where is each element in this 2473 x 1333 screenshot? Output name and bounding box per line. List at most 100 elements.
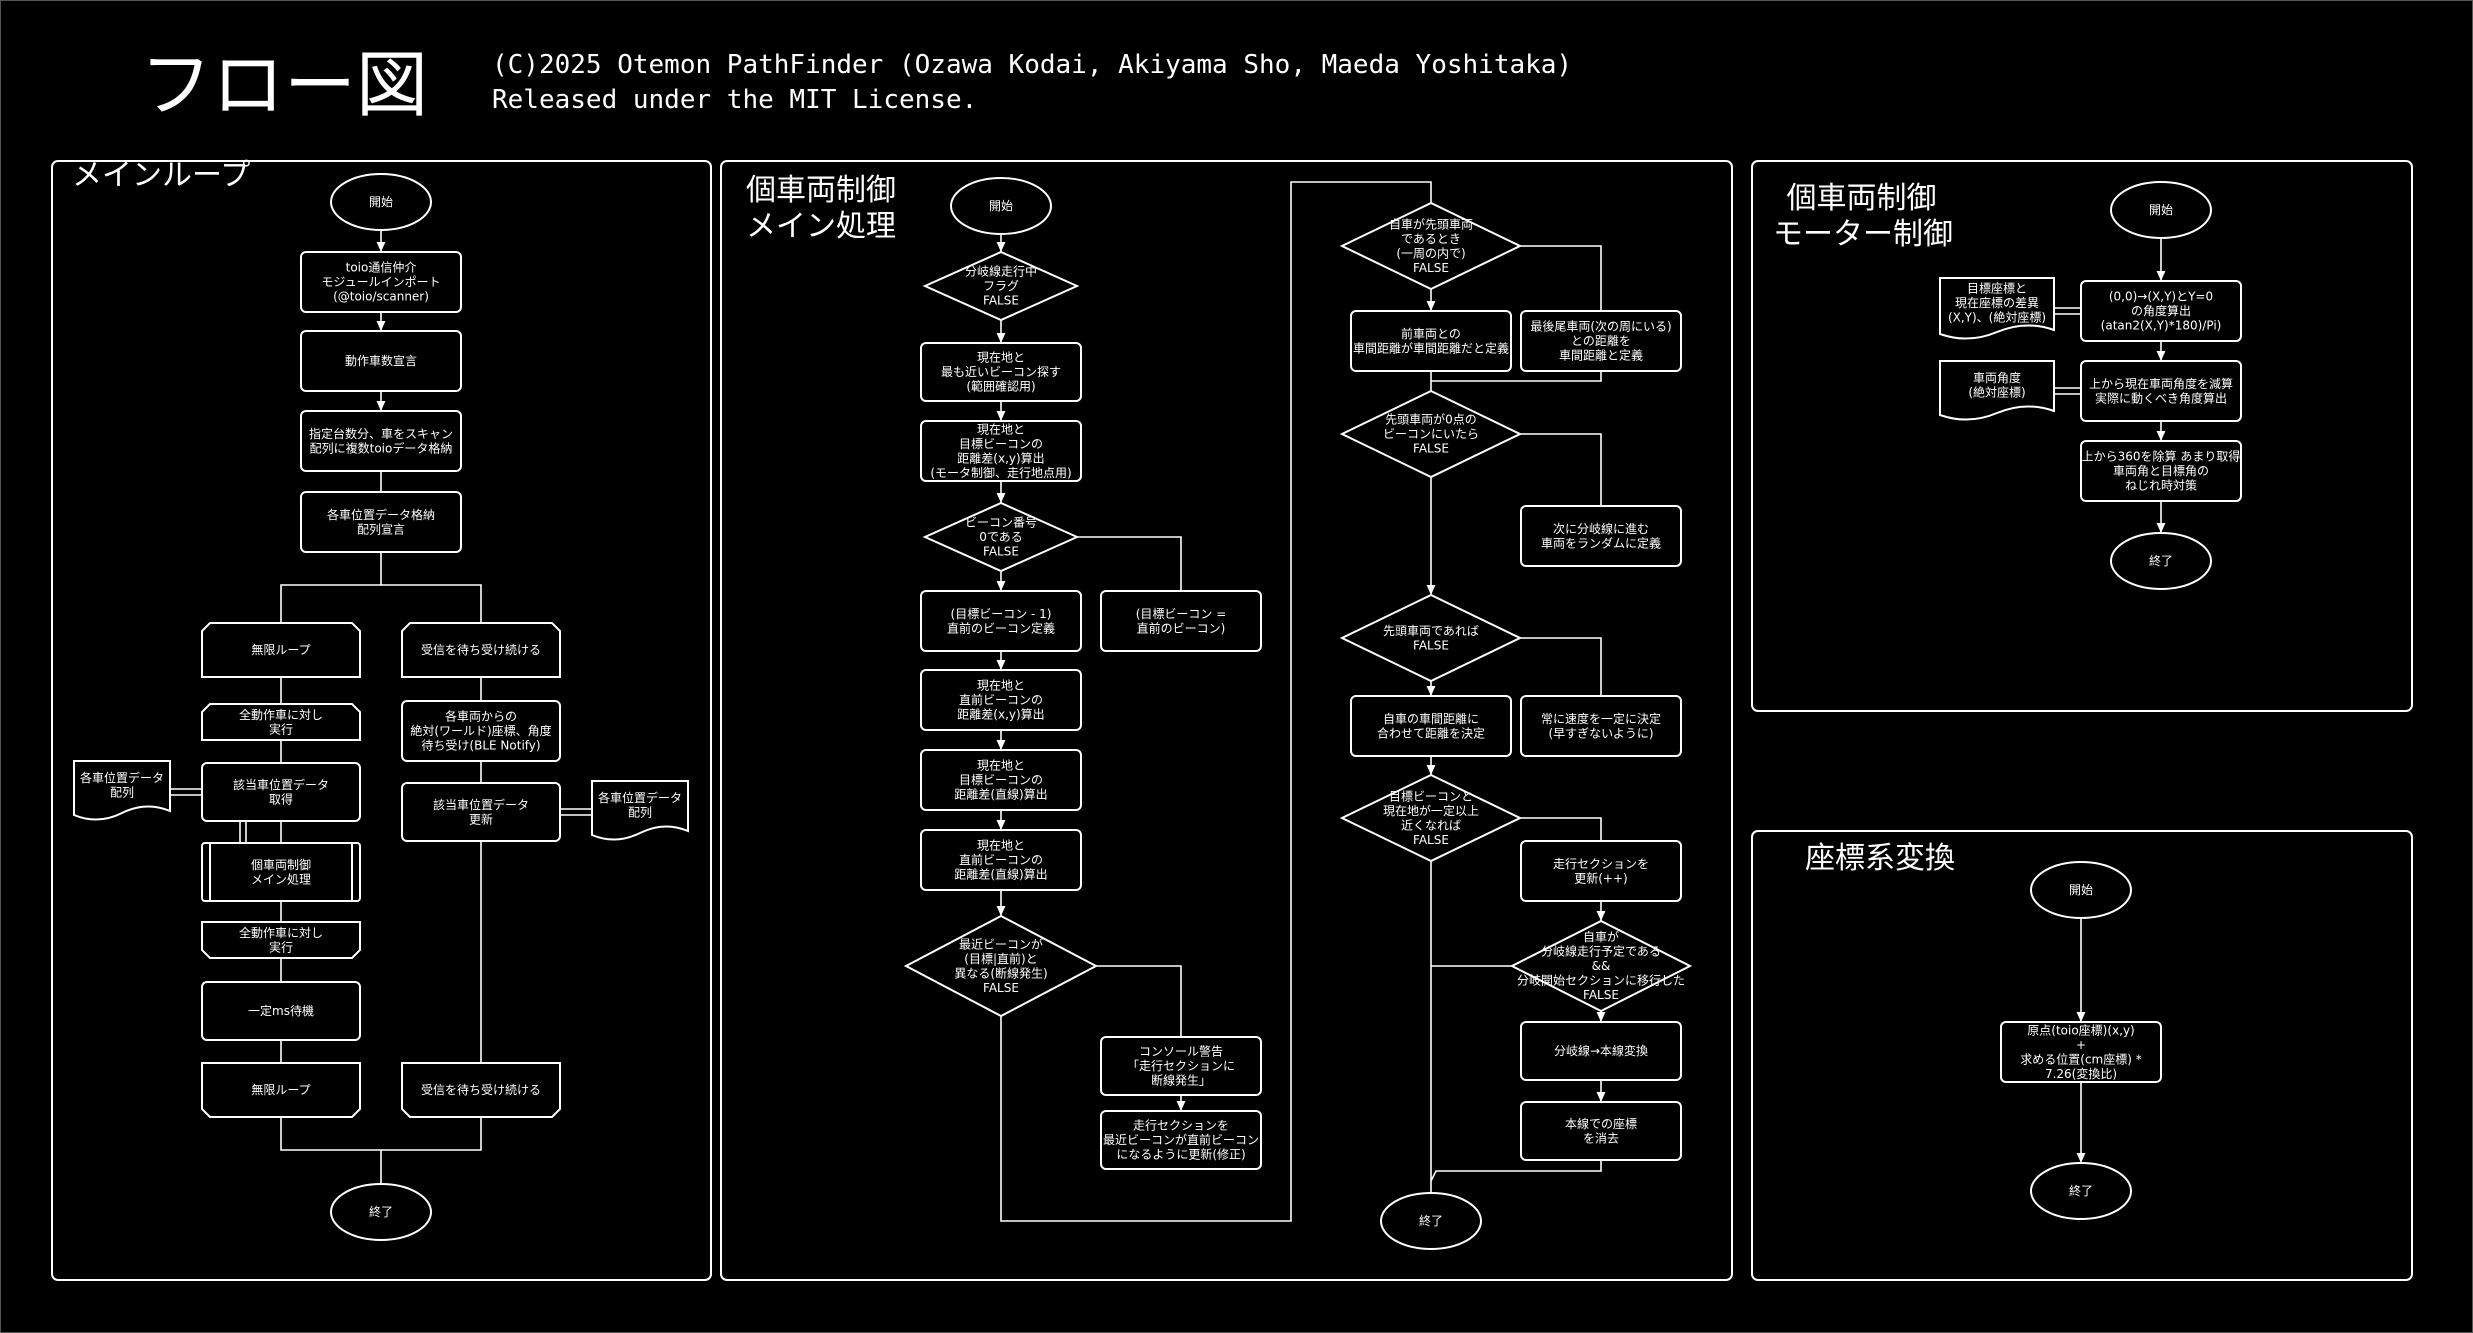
node-ml-recvabs-label-1: 絶対(ワールド)座標、角度 bbox=[410, 723, 551, 738]
node-vc-islead-label-1: であるとき bbox=[1401, 232, 1461, 246]
node-vc-random-label-1: 車両をランダムに定義 bbox=[1541, 535, 1661, 550]
node-ml-posarr-label-0: 各車位置データ格納 bbox=[327, 507, 435, 522]
node-ct-calc-label-0: 原点(toio座標)(x,y) bbox=[2027, 1022, 2134, 1037]
license-line: Released under the MIT License. bbox=[492, 85, 977, 115]
node-ml-arr-right-label-0: 各車位置データ bbox=[598, 790, 682, 805]
node-mc-mod-shape bbox=[2080, 440, 2242, 502]
node-mc-angle-label-1: の角度算出 bbox=[2131, 303, 2191, 318]
node-vc-dist4-shape bbox=[920, 829, 1082, 891]
node-mc-mod-label-1: 車両角と目標角の bbox=[2113, 464, 2209, 478]
node-vc-nearest-label-2: (範囲確認用) bbox=[966, 379, 1035, 394]
node-vc-switch-shape bbox=[1520, 1021, 1682, 1081]
connector-line bbox=[1431, 371, 1602, 382]
node-vc-close-shape bbox=[1339, 773, 1523, 863]
node-ml-import-label-0: toio通信仲介 bbox=[346, 261, 417, 275]
node-ct-end-shape bbox=[2030, 1162, 2132, 1220]
node-vc-last-shape bbox=[1520, 310, 1682, 372]
node-vc-branchflag-label-0: 分岐線走行中 bbox=[965, 264, 1037, 279]
node-ml-arr-left-label-0: 各車位置データ bbox=[80, 770, 164, 785]
connector-line bbox=[280, 552, 382, 623]
node-mc-vangle-label-1: (絶対座標) bbox=[1968, 384, 2025, 399]
node-ml-end-label-0: 終了 bbox=[369, 1204, 393, 1219]
node-vc-branchsched-label-4: FALSE bbox=[1583, 988, 1619, 1002]
node-vc-branchsched-label-2: && bbox=[1592, 959, 1611, 973]
node-mc-angle-label-0: (0,0)→(X,Y)とY=0 bbox=[2109, 290, 2213, 304]
panel-main-loop bbox=[51, 160, 712, 1281]
connector-line bbox=[381, 1117, 482, 1151]
node-ml-posarr-label-1: 配列宣言 bbox=[357, 521, 405, 536]
node-mc-target-label-0: 目標座標と bbox=[1967, 281, 2027, 296]
node-vc-diff-label-3: FALSE bbox=[983, 981, 1019, 995]
node-ml-each1-label-0: 全動作車に対し bbox=[239, 707, 323, 722]
node-mc-end-shape bbox=[2110, 532, 2212, 590]
node-vc-speedadj-shape bbox=[1350, 695, 1512, 757]
node-vc-close-label-1: 現在地が一定以上 bbox=[1383, 803, 1479, 818]
node-ml-each1-label-1: 実行 bbox=[269, 721, 293, 736]
node-ml-recv1-label-0: 受信を待ち受け続ける bbox=[421, 643, 541, 657]
node-ct-start-shape bbox=[2030, 861, 2132, 919]
node-vc-dist3-label-2: 距離差(直線)算出 bbox=[954, 787, 1047, 802]
node-vc-start-label-0: 開始 bbox=[989, 199, 1013, 213]
node-vc-speedconst-label-0: 常に速度を一定に決定 bbox=[1541, 711, 1661, 726]
node-vc-nearest-shape bbox=[920, 342, 1082, 402]
node-mc-start-label-0: 開始 bbox=[2149, 203, 2173, 217]
node-vc-switch-label-0: 分岐線→本線変換 bbox=[1554, 1043, 1648, 1058]
node-mc-vangle-label-0: 車両角度 bbox=[1973, 370, 2021, 385]
node-vc-dist1-label-2: 距離差(x,y)算出 bbox=[957, 450, 1044, 465]
node-vc-leadat0-label-0: 先頭車両が0点の bbox=[1385, 412, 1477, 427]
node-vc-prevdef-label-1: 直前のビーコン定義 bbox=[947, 620, 1055, 635]
node-vc-leadat0-label-2: FALSE bbox=[1413, 442, 1449, 456]
panel-title-vehicle-control-line-0: 個車両制御 bbox=[746, 173, 896, 208]
node-vc-end-label-0: 終了 bbox=[1419, 1213, 1443, 1228]
node-vc-prevdef2-label-0: (目標ビーコン = bbox=[1136, 607, 1227, 621]
node-vc-islead-label-0: 自車が先頭車両 bbox=[1389, 216, 1473, 231]
node-vc-dist4-label-2: 距離差(直線)算出 bbox=[954, 867, 1047, 882]
node-vc-beacon0-label-0: ビーコン番号 bbox=[965, 516, 1037, 530]
node-vc-dist2-label-0: 現在地と bbox=[977, 679, 1025, 693]
node-vc-beacon0-shape bbox=[922, 501, 1080, 573]
node-ml-each1-shape bbox=[201, 703, 361, 741]
node-ml-vmain-label-0: 個車両制御 bbox=[251, 857, 311, 872]
node-vc-branchflag-label-2: FALSE bbox=[983, 294, 1019, 308]
node-ml-arr-left-shape bbox=[73, 760, 171, 821]
node-vc-leadat0-shape bbox=[1339, 389, 1523, 479]
node-mc-vangle-shape bbox=[1939, 360, 2055, 421]
node-ml-vmain-shape bbox=[201, 842, 361, 902]
node-vc-front-label-0: 前車両との bbox=[1401, 326, 1461, 341]
node-vc-front-shape bbox=[1350, 310, 1512, 372]
panel-vehicle-control bbox=[720, 160, 1733, 1281]
node-vc-dist1-shape bbox=[920, 420, 1082, 482]
node-ml-each2-shape bbox=[201, 921, 361, 959]
node-ml-loop1-shape bbox=[201, 622, 361, 678]
node-vc-clear-shape bbox=[1520, 1101, 1682, 1161]
node-ml-update-label-0: 該当車位置データ bbox=[433, 797, 529, 812]
node-vc-last-label-2: 車間距離と定義 bbox=[1559, 348, 1643, 363]
node-ml-loop1-label-0: 無限ループ bbox=[251, 642, 310, 657]
node-ml-recvabs-label-0: 各車両からの bbox=[445, 709, 517, 724]
node-vc-close-label-2: 近くなれば bbox=[1401, 818, 1461, 832]
node-vc-dist1-label-3: (モータ制御、走行地点用) bbox=[930, 465, 1071, 480]
node-ml-count-label-0: 動作車数宣言 bbox=[345, 353, 417, 368]
node-ml-update-shape bbox=[401, 782, 561, 842]
node-ml-end-shape bbox=[330, 1183, 432, 1241]
node-vc-dist3-label-1: 目標ビーコンの bbox=[959, 773, 1043, 787]
node-vc-last-label-0: 最後尾車両(次の周にいる) bbox=[1530, 320, 1671, 334]
node-vc-speedadj-label-1: 合わせて距離を決定 bbox=[1377, 725, 1485, 740]
connector-line bbox=[381, 584, 482, 623]
panel-title-main-loop-line-0: メインループ bbox=[72, 158, 250, 193]
connector-line bbox=[1000, 181, 1432, 1222]
node-vc-islead-shape bbox=[1339, 201, 1523, 291]
node-ml-recv1-shape bbox=[401, 622, 561, 678]
node-ml-scan-label-0: 指定台数分、車をスキャン bbox=[309, 426, 453, 441]
connector-line bbox=[1520, 817, 1602, 841]
node-vc-fix-label-2: になるように更新(修正) bbox=[1116, 1147, 1245, 1162]
node-vc-fix-shape bbox=[1100, 1110, 1262, 1170]
node-ct-calc-shape bbox=[2000, 1021, 2162, 1083]
node-ct-calc-label-2: 求める位置(cm座標) * bbox=[2020, 1051, 2141, 1066]
node-ct-calc-label-3: 7.26(変換比) bbox=[2045, 1066, 2117, 1081]
node-vc-dist3-label-0: 現在地と bbox=[977, 759, 1025, 773]
node-mc-angle-label-2: (atan2(X,Y)*180)/Pi) bbox=[2101, 319, 2222, 333]
node-mc-sub-label-1: 実際に動くべき角度算出 bbox=[2095, 390, 2227, 405]
node-ml-each2-label-0: 全動作車に対し bbox=[239, 925, 323, 940]
node-ml-start-label-0: 開始 bbox=[369, 195, 393, 209]
